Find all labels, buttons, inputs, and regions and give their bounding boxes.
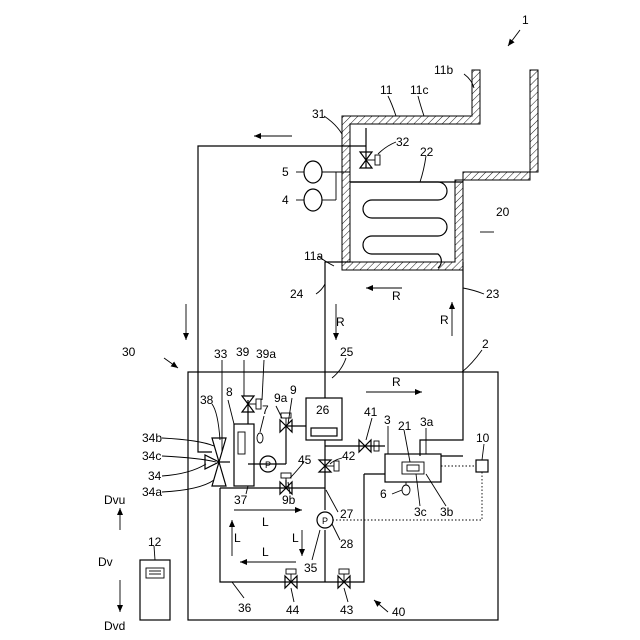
label-8: 8 [226, 385, 233, 399]
label-44: 44 [286, 603, 300, 617]
label-7: 7 [262, 403, 269, 417]
label-25: 25 [340, 345, 354, 359]
label-21: 21 [398, 419, 412, 433]
label-34a: 34a [142, 485, 162, 499]
label-11a: 11a [304, 249, 323, 263]
label-38: 38 [200, 393, 214, 407]
label-9b: 9b [282, 493, 296, 507]
flow-R-top: R [392, 289, 401, 303]
flow-L-top: L [262, 515, 269, 529]
remote-12 [140, 560, 170, 620]
flow-R-unit: R [392, 375, 401, 389]
label-41: 41 [364, 405, 378, 419]
flow-L-right: L [292, 531, 299, 545]
label-3: 3 [384, 413, 391, 427]
label-Dvu: Dvu [104, 493, 125, 507]
label-35: 35 [304, 561, 318, 575]
valve-39 [242, 396, 261, 412]
valve-44 [285, 569, 297, 588]
sensor-4 [304, 189, 322, 211]
label-39: 39 [236, 345, 250, 359]
label-9: 9 [290, 383, 297, 397]
label-6: 6 [380, 487, 387, 501]
label-23: 23 [486, 287, 500, 301]
label-3c: 3c [414, 505, 427, 519]
label-3b: 3b [440, 505, 454, 519]
label-9a: 9a [274, 391, 288, 405]
flow-L-left: L [234, 531, 241, 545]
label-31: 31 [312, 107, 326, 121]
label-20: 20 [496, 205, 510, 219]
svg-text:P: P [322, 516, 328, 526]
label-12: 12 [148, 535, 162, 549]
label-Dvd: Dvd [104, 619, 125, 633]
coil-22 [350, 182, 447, 268]
svg-text:P: P [265, 460, 271, 470]
three-way-valve-34 [205, 438, 230, 486]
signal-line-28 [333, 472, 482, 520]
label-24: 24 [290, 287, 304, 301]
label-42: 42 [342, 449, 356, 463]
sensor-7 [257, 433, 263, 443]
label-30: 30 [122, 345, 136, 359]
label-39a: 39a [256, 347, 276, 361]
flow-R-left: R [336, 315, 345, 329]
pipe-31 [198, 146, 366, 452]
label-34: 34 [148, 469, 162, 483]
flow-R-right: R [440, 313, 449, 327]
unit-3 [385, 454, 463, 495]
label-27: 27 [340, 507, 354, 521]
leader-lines [154, 74, 484, 602]
label-4: 4 [282, 193, 289, 207]
label-34c: 34c [142, 449, 161, 463]
label-2: 2 [482, 337, 489, 351]
controller-10 [476, 460, 488, 472]
pipe-24 [325, 262, 350, 398]
tank-8 [234, 424, 254, 486]
label-32: 32 [396, 135, 410, 149]
valve-42 [319, 460, 339, 472]
sensor-5 [304, 161, 322, 183]
pump-28: P [317, 512, 333, 528]
label-43: 43 [340, 603, 354, 617]
label-26: 26 [316, 403, 330, 417]
label-Dv: Dv [98, 555, 113, 569]
label-11: 11 [380, 83, 393, 97]
label-28: 28 [340, 537, 354, 551]
tank-11 [342, 70, 538, 270]
valve-45 [280, 473, 292, 494]
label-34b: 34b [142, 431, 162, 445]
label-11c: 11c [410, 83, 428, 97]
reference-labels: 1 11b 11 11c 31 32 22 5 4 20 11a 24 23 2… [98, 13, 529, 633]
label-33: 33 [214, 347, 228, 361]
label-22: 22 [420, 145, 434, 159]
label-11b: 11b [434, 63, 453, 77]
valve-32 [360, 152, 380, 168]
label-37: 37 [234, 493, 248, 507]
label-45: 45 [298, 453, 312, 467]
label-40: 40 [392, 605, 406, 619]
flow-L-bottom: L [262, 545, 269, 559]
label-10: 10 [476, 431, 490, 445]
label-1: 1 [522, 13, 529, 27]
label-36: 36 [238, 601, 252, 615]
label-3a: 3a [420, 415, 434, 429]
label-5: 5 [282, 165, 289, 179]
valve-43 [338, 569, 350, 588]
